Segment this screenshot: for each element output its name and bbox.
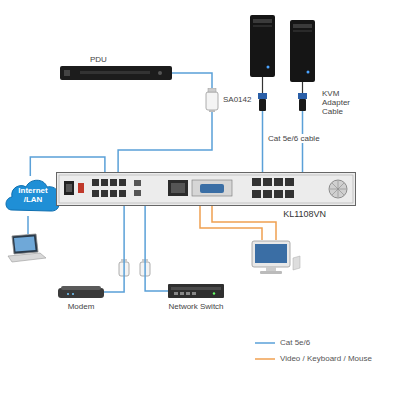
device-label: PDU [90, 55, 107, 64]
laptop-icon [8, 234, 46, 262]
legend-text: Cat 5e/6 [280, 338, 310, 347]
network-switch-device-art [168, 284, 224, 298]
legend-line [255, 342, 275, 344]
serial-adapter-art [205, 88, 219, 112]
network-switch-device: Network Switch [168, 284, 224, 298]
monitor-icon [252, 241, 300, 274]
cat-cable [118, 112, 212, 172]
cable-label: Cat 5e/6 cable [266, 134, 322, 143]
cat-cable [104, 206, 124, 292]
legend-line [255, 358, 275, 360]
pdu-device-art [60, 66, 172, 80]
model-label: KL1108VN [283, 209, 326, 219]
modem-device: Modem [58, 286, 104, 298]
device-label: Modem [68, 302, 95, 311]
pdu-device: PDU [60, 66, 172, 80]
device-label: KVM Adapter Cable [322, 89, 362, 117]
cat-cable [145, 206, 168, 291]
network-cloud: Internet /LAN [4, 176, 60, 216]
kvm-switch-unit-art [56, 172, 356, 206]
legend-text: Video / Keyboard / Mouse [280, 354, 372, 363]
server-group-art [244, 15, 318, 118]
server-group: KVM Adapter Cable [244, 15, 318, 118]
device-label: SA0142 [223, 95, 251, 104]
cat-cable [172, 73, 212, 88]
laptop-wire [27, 216, 29, 234]
device-label: Network Switch [168, 302, 223, 311]
cat-cable [263, 118, 303, 172]
kvm-switch-unit: KL1108VN [56, 172, 356, 206]
cloud-label: Internet /LAN [12, 186, 54, 204]
modem-device-art [58, 286, 104, 298]
console-wire [200, 206, 276, 240]
serial-adapter: SA0142 [205, 88, 219, 112]
